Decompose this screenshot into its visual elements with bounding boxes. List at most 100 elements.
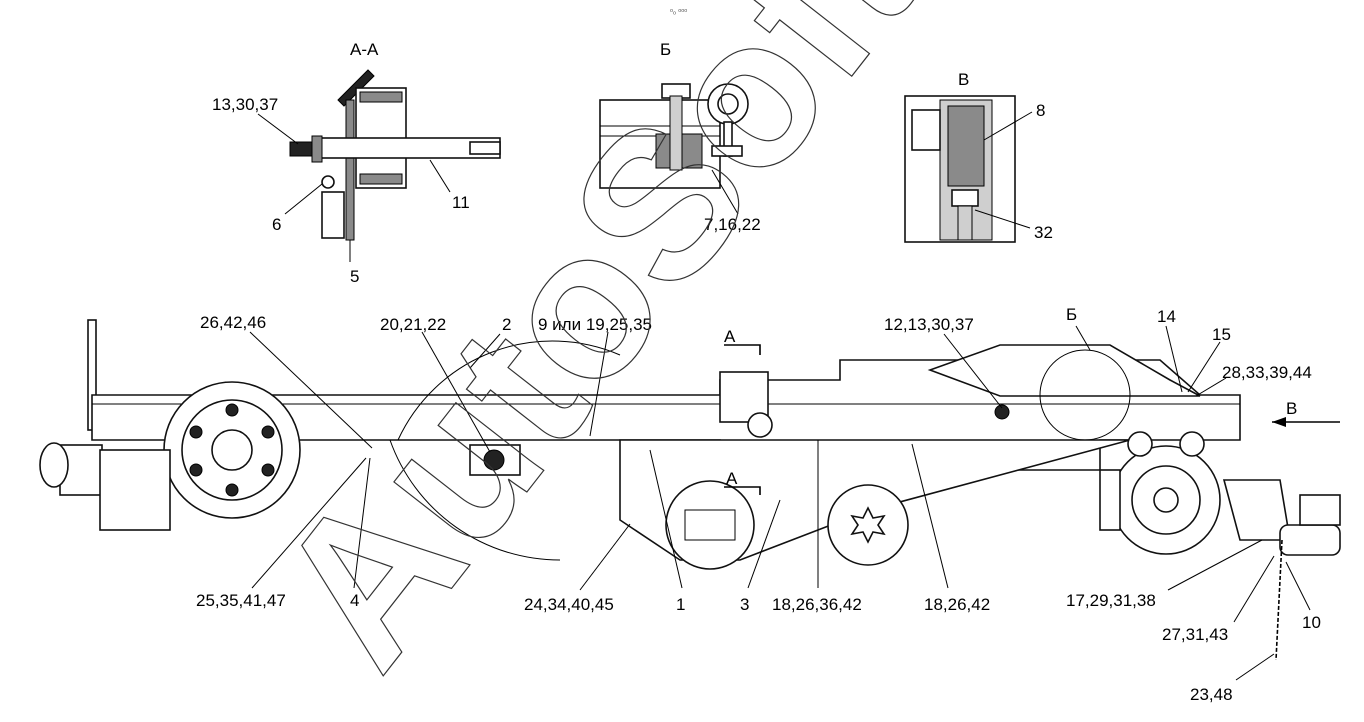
item-12-bolt bbox=[994, 404, 1010, 420]
side-block bbox=[911, 109, 941, 151]
label-2: 2 bbox=[502, 315, 511, 334]
section-aa-title: А-А bbox=[350, 40, 379, 59]
leader-24-34-40-45 bbox=[579, 523, 631, 591]
slot-plate bbox=[947, 105, 985, 187]
right-pivot-1 bbox=[1127, 431, 1153, 457]
hitch-hook bbox=[1279, 524, 1341, 556]
main-assembly: В А А Б bbox=[39, 305, 1341, 661]
small-bolt bbox=[321, 175, 335, 189]
view-b-title: Б bbox=[660, 40, 671, 59]
chain bbox=[1275, 539, 1283, 661]
vertical-bolt bbox=[669, 95, 683, 171]
center-sprocket bbox=[483, 449, 505, 471]
callout-labels: 26,42,46 20,21,22 2 9 или 19,25,35 12,13… bbox=[196, 307, 1321, 704]
label-24-34-40-45: 24,34,40,45 bbox=[524, 595, 614, 614]
leader-11 bbox=[429, 159, 451, 193]
label-1: 1 bbox=[676, 595, 685, 614]
label-15: 15 bbox=[1212, 325, 1231, 344]
leader-23-48 bbox=[1235, 653, 1275, 681]
view-b-inset: Б 7,16,22 bbox=[599, 40, 761, 234]
callout-leaders bbox=[249, 325, 1311, 681]
label-3: 3 bbox=[740, 595, 749, 614]
label-20-21-22: 20,21,22 bbox=[380, 315, 446, 334]
round-hatch bbox=[665, 480, 755, 570]
housing-hatch-top bbox=[359, 91, 403, 103]
leader-1 bbox=[649, 449, 683, 589]
leader-14 bbox=[1165, 325, 1183, 393]
label-26-42-46: 26,42,46 bbox=[200, 313, 266, 332]
leader-25-35-41-47 bbox=[251, 457, 367, 589]
label-18-26-36-42: 18,26,36,42 bbox=[772, 595, 862, 614]
leader-4 bbox=[353, 457, 371, 589]
cut-a-bottom-letter: А bbox=[726, 469, 738, 488]
leader-8 bbox=[983, 111, 1033, 141]
leader-12-13-30-37 bbox=[943, 333, 1003, 409]
label-6: 6 bbox=[272, 215, 281, 234]
tag-b-main: Б bbox=[1066, 305, 1077, 324]
washer-part bbox=[311, 135, 323, 163]
section-aa-inset: А-А 13,30,37 6 5 11 bbox=[212, 40, 501, 286]
label-4: 4 bbox=[350, 591, 359, 610]
roller-hub bbox=[717, 93, 739, 115]
leader-6 bbox=[284, 183, 323, 215]
label-7-16-22: 7,16,22 bbox=[704, 215, 761, 234]
leader-9-19-25-35 bbox=[589, 331, 609, 437]
label-32: 32 bbox=[1034, 223, 1053, 242]
label-8: 8 bbox=[1036, 101, 1045, 120]
label-25-35-41-47: 25,35,41,47 bbox=[196, 591, 286, 610]
leader-28-33-39-44 bbox=[1195, 377, 1227, 397]
right-hub-mount bbox=[1099, 469, 1121, 531]
leader-20-21-22 bbox=[421, 331, 491, 453]
left-hub-bolt-3 bbox=[261, 463, 275, 477]
disc-arc-bottom bbox=[389, 439, 561, 561]
top-mark: ᵒₒ ᵒᵒᵒ bbox=[670, 7, 687, 16]
leader-7-16-22 bbox=[711, 169, 739, 215]
left-hub-bolt-4 bbox=[225, 483, 239, 497]
label-17-29-31-38: 17,29,31,38 bbox=[1066, 591, 1156, 610]
left-hub-bolt-1 bbox=[225, 403, 239, 417]
label-23-48: 23,48 bbox=[1190, 685, 1233, 704]
right-hub-center bbox=[1153, 487, 1179, 513]
label-14: 14 bbox=[1157, 307, 1176, 326]
tray-part bbox=[927, 344, 1201, 397]
left-hub-bolt-2 bbox=[261, 425, 275, 439]
leader-27-31-43 bbox=[1233, 555, 1275, 623]
arrow-v-letter: В bbox=[1286, 399, 1297, 418]
label-13-30-37: 13,30,37 bbox=[212, 95, 278, 114]
leader-13-30-37 bbox=[257, 113, 299, 145]
leader-17-29-31-38 bbox=[1167, 539, 1263, 591]
leader-2 bbox=[469, 333, 501, 369]
label-9-19-25-35: 9 или 19,25,35 bbox=[538, 315, 652, 334]
label-28-33-39-44: 28,33,39,44 bbox=[1222, 363, 1312, 382]
right-pivot-2 bbox=[1179, 431, 1205, 457]
leader-b-main bbox=[1075, 325, 1091, 351]
arrow-v-head bbox=[1272, 417, 1286, 427]
label-10: 10 bbox=[1302, 613, 1321, 632]
leader-15 bbox=[1187, 341, 1221, 393]
label-5: 5 bbox=[350, 267, 359, 286]
view-v-inset: В 8 32 bbox=[904, 70, 1053, 243]
left-hub-bolt-5 bbox=[189, 463, 203, 477]
cut-a-bottom-arrow bbox=[724, 486, 761, 495]
label-18-26-42: 18,26,42 bbox=[924, 595, 990, 614]
adjust-bolt bbox=[957, 205, 973, 241]
left-drive-unit bbox=[99, 449, 171, 531]
adjust-nut bbox=[951, 189, 979, 207]
label-11: 11 bbox=[452, 193, 470, 212]
label-27-31-43: 27,31,43 bbox=[1162, 625, 1228, 644]
disc-arc-top bbox=[397, 340, 621, 441]
vertical-plate bbox=[345, 99, 355, 241]
lever-pivot bbox=[747, 412, 773, 438]
nut-part bbox=[289, 141, 315, 157]
left-hub-bolt-6 bbox=[189, 425, 203, 439]
roller-pin bbox=[711, 145, 743, 157]
bracket-part bbox=[321, 191, 345, 239]
leader-3 bbox=[747, 499, 781, 589]
shaft-tip bbox=[469, 141, 501, 155]
cut-a-top-arrow bbox=[724, 344, 761, 355]
hitch-clamp bbox=[1299, 494, 1341, 526]
housing-hatch-bottom bbox=[359, 173, 403, 185]
hatch-window bbox=[684, 509, 736, 541]
star-hub bbox=[850, 506, 886, 544]
